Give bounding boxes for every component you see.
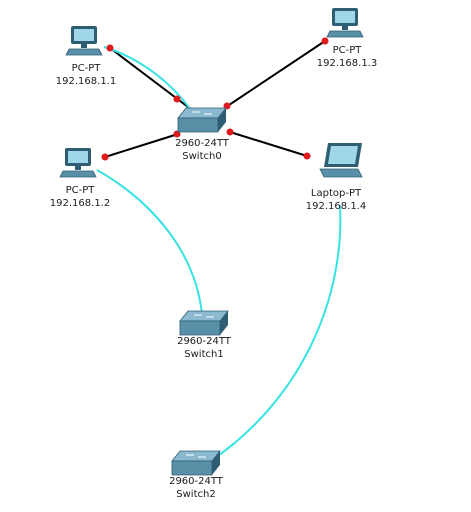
port-marker bbox=[303, 152, 311, 160]
switch-icon bbox=[179, 310, 229, 336]
switch1-name-label: Switch1 bbox=[184, 349, 224, 360]
console-link-laptop0-switch2[interactable] bbox=[211, 204, 342, 461]
switch-icon bbox=[171, 450, 221, 476]
port-marker bbox=[101, 153, 109, 161]
pc0-model-label: PC-PT bbox=[71, 63, 101, 74]
pc2-ip-label: 192.168.1.2 bbox=[49, 198, 111, 209]
desktop-pc-icon bbox=[326, 8, 364, 38]
ethernet-link-pc1-switch0[interactable] bbox=[225, 40, 326, 108]
pc1-ip-label: 192.168.1.3 bbox=[316, 58, 378, 69]
console-link-pc2-switch1[interactable] bbox=[96, 169, 203, 315]
ethernet-link-laptop0-switch0[interactable] bbox=[229, 131, 308, 157]
desktop-pc-icon bbox=[59, 148, 97, 178]
laptop0-ip-label: 192.168.1.4 bbox=[305, 201, 367, 212]
switch2-name-label: Switch2 bbox=[176, 489, 216, 500]
laptop0-model-label: Laptop-PT bbox=[310, 188, 362, 199]
laptop-icon bbox=[319, 143, 363, 178]
port-marker bbox=[321, 37, 329, 45]
pc0-ip-label: 192.168.1.1 bbox=[55, 76, 117, 87]
desktop-pc-icon bbox=[65, 26, 103, 56]
switch0-model-label: 2960-24TT bbox=[175, 138, 229, 149]
ethernet-link-pc2-switch0[interactable] bbox=[104, 133, 179, 158]
switch1-model-label: 2960-24TT bbox=[177, 336, 231, 347]
switch0-name-label: Switch0 bbox=[182, 151, 222, 162]
console-link-pc0-switch0[interactable] bbox=[103, 46, 197, 119]
port-marker bbox=[226, 128, 234, 136]
pc2-model-label: PC-PT bbox=[65, 185, 95, 196]
port-marker bbox=[173, 95, 181, 103]
port-marker bbox=[106, 44, 114, 52]
switch2-model-label: 2960-24TT bbox=[169, 476, 223, 487]
switch-icon bbox=[177, 107, 227, 133]
pc1-model-label: PC-PT bbox=[332, 45, 362, 56]
